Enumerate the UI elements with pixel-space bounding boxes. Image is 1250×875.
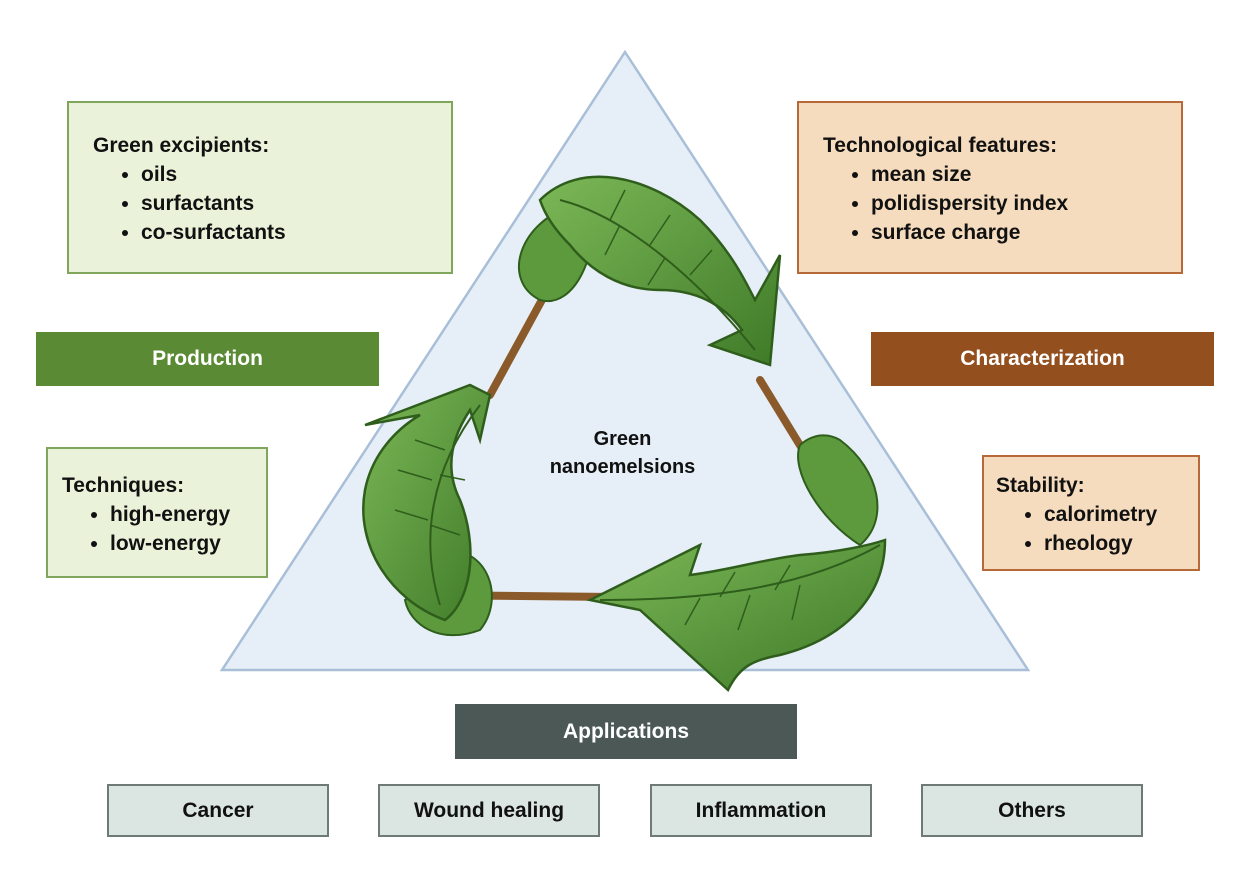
techniques-box: Techniques: high-energy low-energy: [46, 447, 268, 578]
stability-title: Stability:: [996, 474, 1085, 497]
list-item: polidispersity index: [871, 189, 1181, 218]
leaf-arrow-left: [362, 383, 492, 622]
list-item: high-energy: [110, 500, 266, 529]
application-label: Cancer: [182, 798, 254, 822]
center-label-line2: nanoemelsions: [549, 456, 696, 478]
application-label: Inflammation: [695, 798, 827, 822]
list-item: calorimetry: [1044, 500, 1198, 529]
applications-label-text: Applications: [562, 719, 689, 743]
technological-features-title: Technological features:: [823, 134, 1058, 157]
list-item: low-energy: [110, 529, 266, 558]
list-item: rheology: [1044, 529, 1198, 558]
characterization-label: Characterization: [871, 332, 1214, 386]
list-item: surfactants: [141, 189, 451, 218]
application-item-cancer: Cancer: [107, 784, 329, 837]
center-label-line1: Green: [593, 428, 652, 450]
leaf-arrow-top: [538, 175, 782, 367]
technological-features-box: Technological features: mean size polidi…: [797, 101, 1183, 274]
list-item: co-surfactants: [141, 218, 451, 247]
green-excipients-box: Green excipients: oils surfactants co-su…: [67, 101, 453, 274]
application-item-others: Others: [921, 784, 1143, 837]
stability-list: calorimetry rheology: [996, 500, 1198, 558]
list-item: mean size: [871, 160, 1181, 189]
techniques-title: Techniques:: [62, 474, 185, 497]
application-item-wound-healing: Wound healing: [378, 784, 600, 837]
leaf-arrow-bottom: [586, 538, 887, 693]
production-label-text: Production: [152, 347, 263, 370]
center-label: Green nanoemelsions: [535, 425, 710, 481]
characterization-label-text: Characterization: [960, 347, 1125, 370]
techniques-list: high-energy low-energy: [62, 500, 266, 558]
application-label: Others: [998, 798, 1066, 822]
list-item: oils: [141, 160, 451, 189]
green-excipients-list: oils surfactants co-surfactants: [93, 160, 451, 247]
application-label: Wound healing: [413, 798, 565, 822]
production-label: Production: [36, 332, 379, 386]
applications-label: Applications: [455, 704, 797, 759]
green-excipients-title: Green excipients:: [93, 134, 270, 157]
list-item: surface charge: [871, 218, 1181, 247]
application-item-inflammation: Inflammation: [650, 784, 872, 837]
technological-features-list: mean size polidispersity index surface c…: [823, 160, 1181, 247]
stability-box: Stability: calorimetry rheology: [982, 455, 1200, 571]
